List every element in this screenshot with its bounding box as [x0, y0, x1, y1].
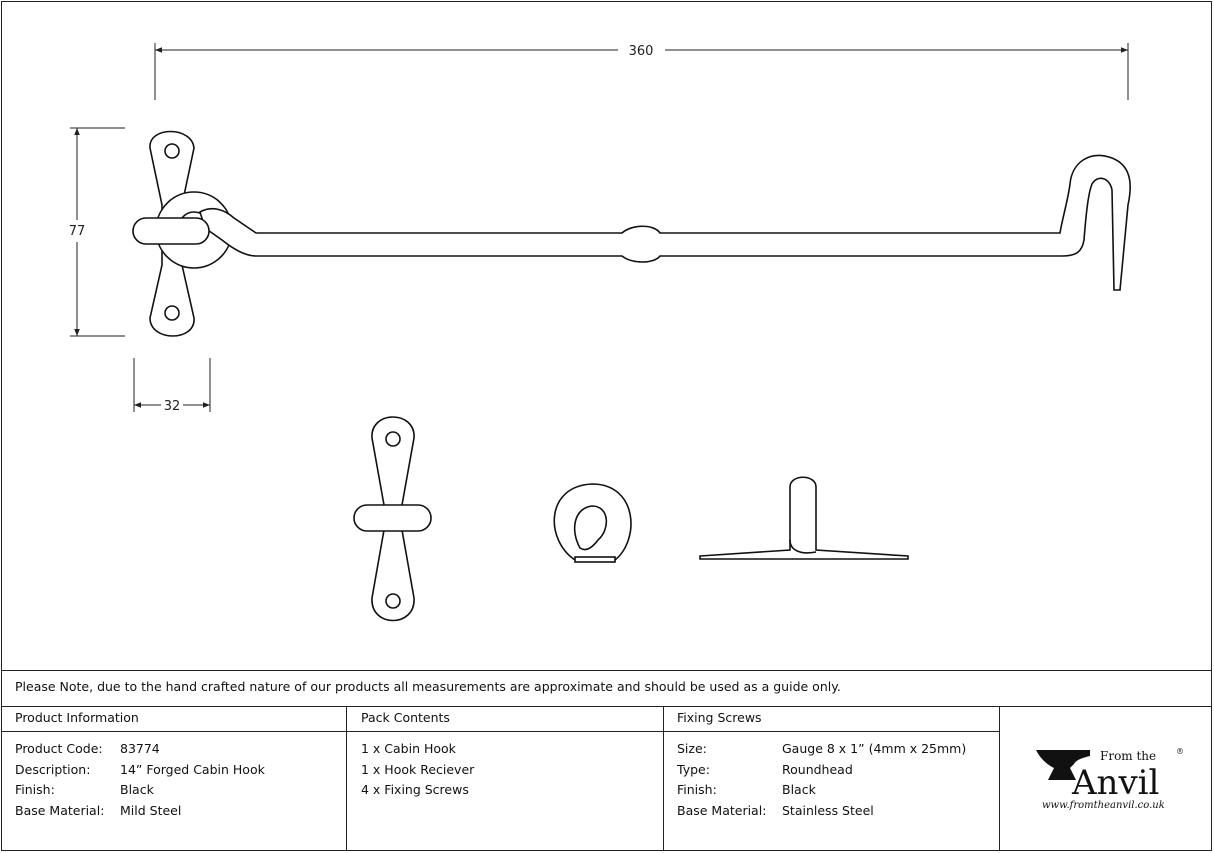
logo-anvil: Anvil: [1071, 763, 1159, 803]
screw-material-value: Stainless Steel: [782, 803, 874, 818]
pack-item: 4 x Fixing Screws: [361, 782, 469, 797]
product-code-label: Product Code:: [15, 741, 103, 756]
base-material-label: Base Material:: [15, 803, 105, 818]
product-info-header: Product Information: [15, 710, 139, 725]
from-the-anvil-logo: From the ® Anvil www.fromtheanvil.co.uk: [1030, 742, 1190, 814]
column-divider-3: [999, 706, 1000, 851]
screw-finish-label: Finish:: [677, 782, 717, 797]
fixing-screws-header: Fixing Screws: [677, 710, 762, 725]
logo-registered-mark: ®: [1176, 747, 1184, 756]
base-material-value: Mild Steel: [120, 803, 182, 818]
hook-plate-side-view: [353, 416, 432, 622]
cabin-hook-front-view: [132, 130, 1131, 337]
measurement-note: Please Note, due to the hand crafted nat…: [15, 679, 841, 694]
pack-item: 1 x Cabin Hook: [361, 741, 456, 756]
logo-url: www.fromtheanvil.co.uk: [1042, 800, 1165, 811]
drawing-svg: 360 77 32: [69, 43, 1131, 622]
screw-finish-value: Black: [782, 782, 816, 797]
logo-from-the: From the: [1100, 749, 1156, 763]
pack-item: 1 x Hook Reciever: [361, 762, 475, 777]
screw-type-value: Roundhead: [782, 762, 853, 777]
description-label: Description:: [15, 762, 91, 777]
finish-value: Black: [120, 782, 154, 797]
dimension-width: [154, 43, 1129, 100]
description-value: 14” Forged Cabin Hook: [120, 762, 265, 777]
hook-receiver-end-view: [553, 483, 632, 563]
product-code-value: 83774: [120, 741, 160, 756]
column-divider-2: [663, 706, 664, 851]
hook-receiver-side-view: [699, 476, 909, 560]
technical-drawing: 360 77 32: [69, 43, 1131, 622]
anvil-logo-svg: From the ® Anvil www.fromtheanvil.co.uk: [1036, 747, 1184, 811]
screw-material-label: Base Material:: [677, 803, 767, 818]
table-top-border: [1, 670, 1212, 671]
column-divider-1: [346, 706, 347, 851]
screw-type-label: Type:: [677, 762, 710, 777]
screw-size-value: Gauge 8 x 1” (4mm x 25mm): [782, 741, 967, 756]
finish-label: Finish:: [15, 782, 55, 797]
dimension-depth: [133, 358, 211, 412]
dimension-depth-label: 32: [164, 399, 181, 414]
header-bottom-border: [1, 731, 1000, 732]
dimension-width-label: 360: [629, 44, 654, 59]
dimension-height-label: 77: [69, 224, 86, 239]
screw-size-label: Size:: [677, 741, 707, 756]
anvil-icon: [1036, 750, 1090, 780]
dimension-height: [70, 127, 125, 337]
note-bottom-border: [1, 706, 1212, 707]
pack-contents-header: Pack Contents: [361, 710, 450, 725]
